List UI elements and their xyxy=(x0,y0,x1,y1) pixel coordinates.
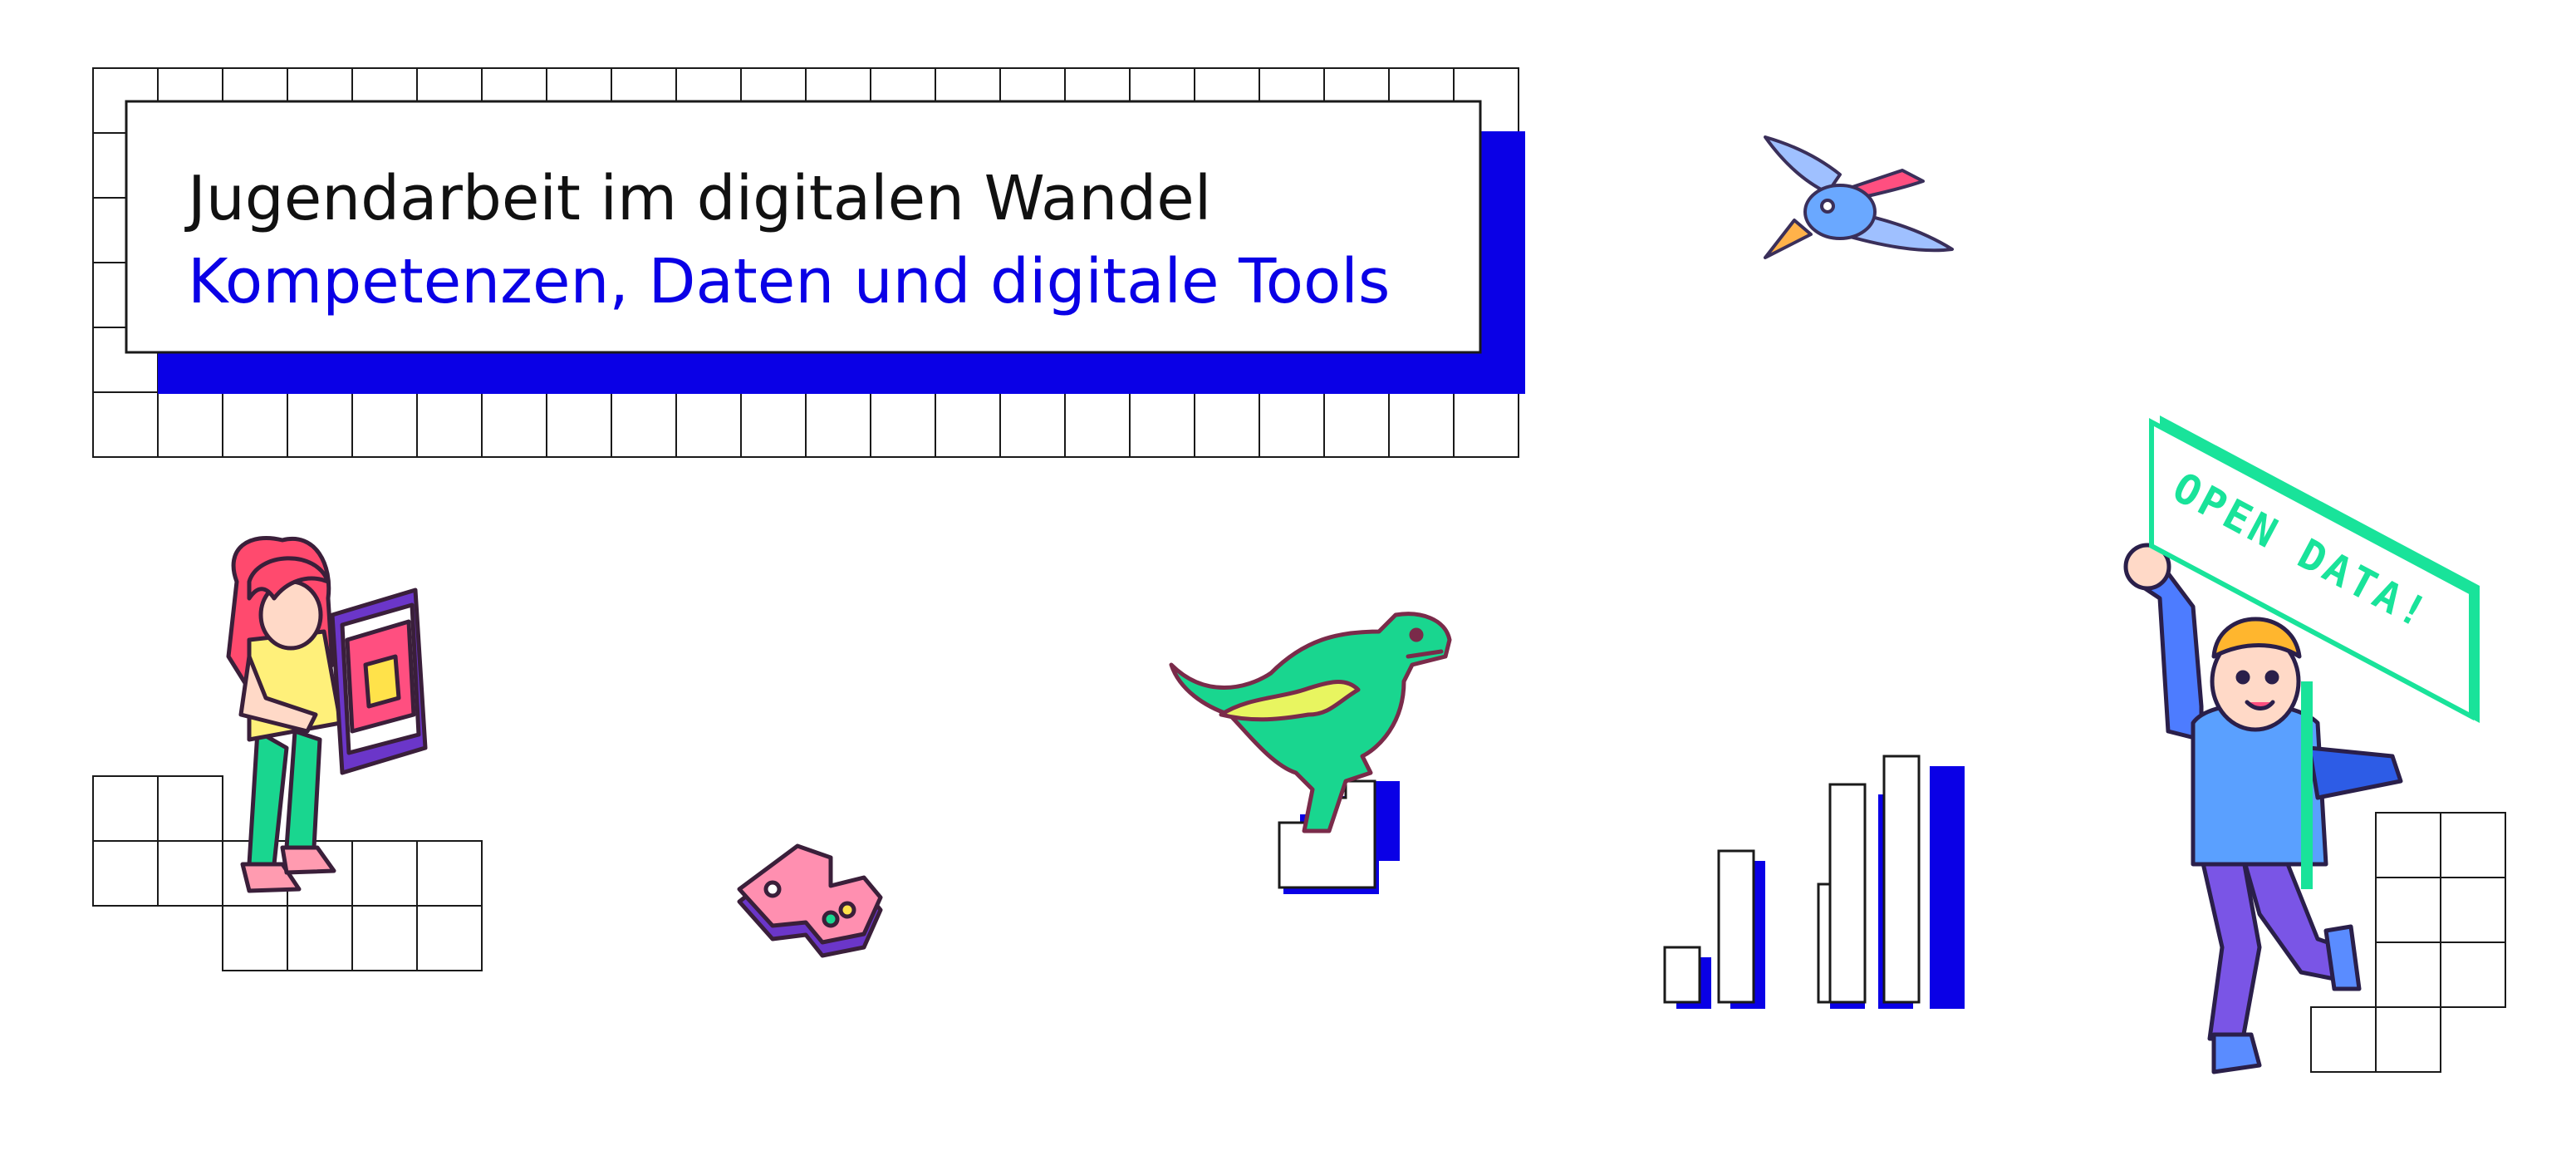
header-grid-cell xyxy=(351,391,418,458)
header-grid-cell xyxy=(611,391,677,458)
header-grid-cell xyxy=(870,391,936,458)
dinosaur-illustration xyxy=(1169,612,1452,833)
bar-1 xyxy=(1663,946,1701,1004)
header-grid-cell xyxy=(157,391,223,458)
page-subtitle: Kompetenzen, Daten und digitale Tools xyxy=(188,246,1390,317)
header-grid-cell xyxy=(1323,391,1390,458)
header-grid-cell xyxy=(1259,391,1325,458)
tablet-device xyxy=(330,588,428,775)
header-grid-cell xyxy=(935,391,1001,458)
header-grid-cell xyxy=(1388,391,1455,458)
header-block: Jugendarbeit im digitalen Wandel Kompete… xyxy=(92,67,1525,458)
header-grid-cell xyxy=(546,391,612,458)
bird-illustration xyxy=(1764,135,1954,259)
header-grid-cell xyxy=(1194,391,1260,458)
header-grid-cell xyxy=(740,391,807,458)
header-title-box xyxy=(125,100,1482,354)
header-grid-cell xyxy=(481,391,547,458)
dino-steps xyxy=(1278,779,1400,894)
girl-with-tablet-illustration xyxy=(226,535,428,893)
header-grid-cell xyxy=(222,391,288,458)
header-grid-cell xyxy=(1064,391,1131,458)
header-grid-cell xyxy=(999,391,1066,458)
bar-4 xyxy=(1828,783,1867,1004)
header-grid-cell xyxy=(805,391,871,458)
header-grid-cell xyxy=(1453,391,1519,458)
bar-chart-graphic xyxy=(1663,755,1965,1009)
game-controller-icon xyxy=(737,843,883,958)
header-grid-cell xyxy=(416,391,483,458)
header-grid-cell xyxy=(1129,391,1195,458)
header-grid-cell xyxy=(675,391,742,458)
bar-5 xyxy=(1882,755,1921,1004)
right-grid xyxy=(2310,812,2506,1073)
page-title: Jugendarbeit im digitalen Wandel xyxy=(184,163,1211,234)
header-grid-cell xyxy=(287,391,353,458)
bar-2 xyxy=(1717,849,1755,1004)
header-grid-cell xyxy=(92,391,159,458)
protester-with-sign-illustration xyxy=(2123,543,2403,1074)
